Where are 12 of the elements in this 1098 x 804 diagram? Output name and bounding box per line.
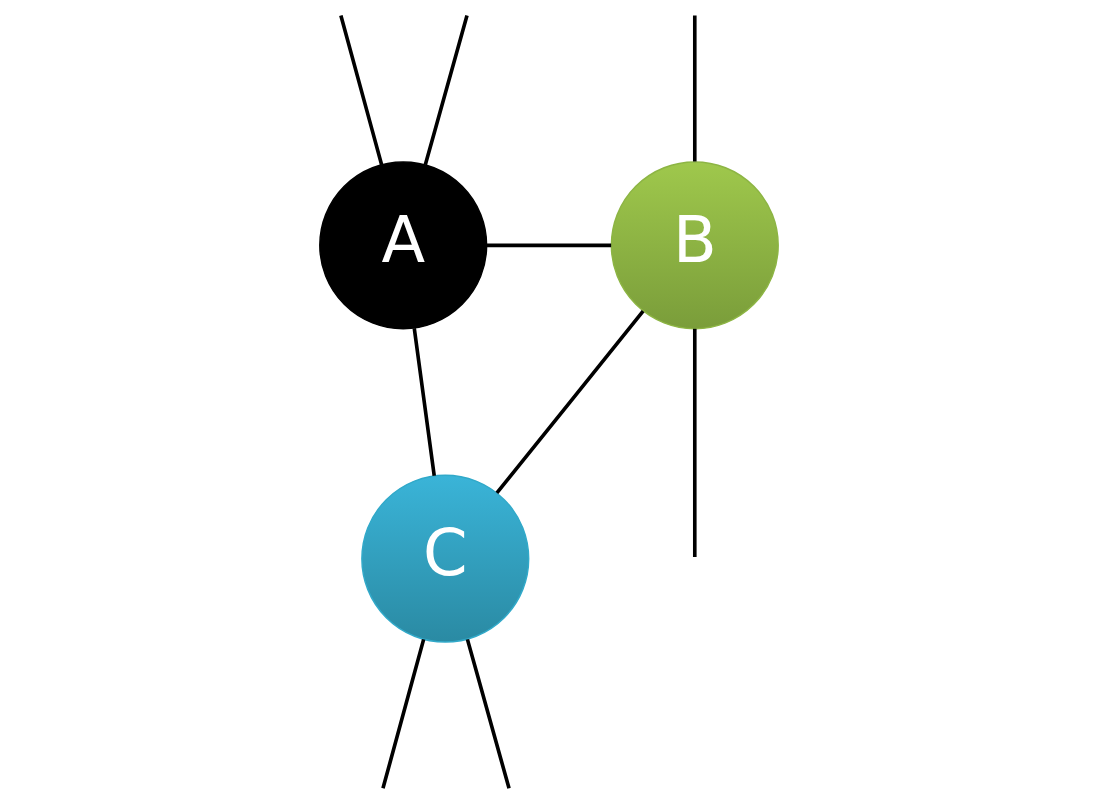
- connector: [423, 15, 469, 166]
- node-circle: C: [361, 474, 530, 643]
- connector: [339, 15, 384, 166]
- connector: [465, 638, 511, 789]
- connector: [486, 243, 612, 248]
- connector: [412, 328, 437, 476]
- connector: [495, 309, 645, 495]
- node-circle: A: [319, 161, 488, 330]
- node-circle: B: [610, 161, 779, 330]
- connector: [692, 15, 697, 162]
- connector: [692, 328, 697, 558]
- connector: [381, 638, 426, 789]
